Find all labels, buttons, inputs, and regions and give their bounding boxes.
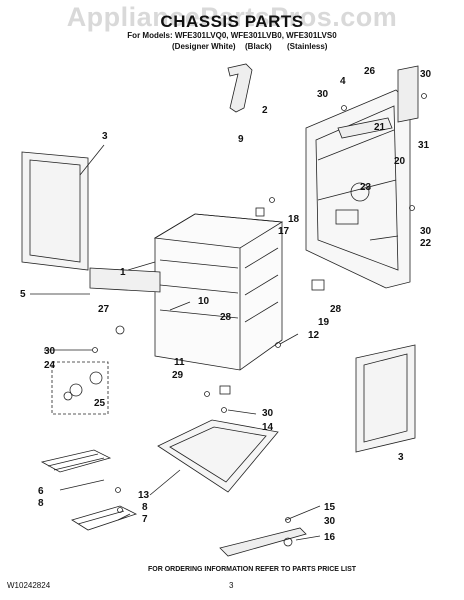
part-18 bbox=[255, 207, 265, 217]
callout: 14 bbox=[262, 422, 274, 433]
callout: 18 bbox=[288, 214, 300, 225]
callout: 30 bbox=[420, 226, 432, 237]
callout: 6 bbox=[38, 486, 44, 497]
door-gasket-left bbox=[21, 151, 89, 271]
switch-11 bbox=[219, 385, 231, 395]
variant-black: (Black) bbox=[245, 42, 272, 51]
bottom-rail bbox=[219, 527, 307, 557]
bracket-26 bbox=[397, 65, 419, 123]
callout: 17 bbox=[278, 226, 290, 237]
part-16 bbox=[283, 537, 293, 547]
oven-cavity bbox=[153, 213, 284, 371]
callout: 7 bbox=[142, 514, 148, 525]
models-line: For Models: WFE301LVQ0, WFE301LVB0, WFE3… bbox=[127, 31, 337, 40]
callout: 12 bbox=[308, 330, 320, 341]
callout: 20 bbox=[394, 156, 406, 167]
page-title: CHASSIS PARTS bbox=[160, 12, 304, 31]
callout: 28 bbox=[220, 312, 232, 323]
callout: 21 bbox=[374, 122, 386, 133]
variant-designer-white: (Designer White) bbox=[172, 42, 236, 51]
callout: 9 bbox=[238, 134, 244, 145]
terminal-block bbox=[337, 117, 393, 139]
callout: 13 bbox=[138, 490, 150, 501]
callout: 31 bbox=[418, 140, 430, 151]
callout: 16 bbox=[324, 532, 336, 543]
broil-element bbox=[71, 505, 138, 531]
part-19 bbox=[311, 279, 325, 291]
callout: 3 bbox=[102, 131, 108, 142]
callout: 27 bbox=[98, 304, 110, 315]
callout: 23 bbox=[360, 182, 372, 193]
bake-element bbox=[40, 449, 112, 473]
part-27 bbox=[115, 325, 125, 335]
ordering-note: FOR ORDERING INFORMATION REFER TO PARTS … bbox=[148, 566, 357, 573]
watermark: AppliancePartsPros.com bbox=[66, 2, 398, 32]
bottom-pan bbox=[157, 419, 279, 493]
rear-panel bbox=[305, 89, 411, 289]
callout: 11 bbox=[174, 357, 185, 368]
callout: 19 bbox=[318, 317, 330, 328]
callout: 30 bbox=[324, 516, 336, 527]
bracket-9 bbox=[227, 63, 253, 113]
callout: 10 bbox=[198, 296, 210, 307]
front-frame bbox=[89, 267, 161, 293]
callout: 30 bbox=[44, 346, 56, 357]
callout: 30 bbox=[262, 408, 274, 419]
knob-25 bbox=[69, 383, 83, 397]
control-group bbox=[51, 361, 109, 415]
callout: 2 bbox=[262, 105, 268, 116]
callout: 3 bbox=[398, 452, 404, 463]
callout-labels: 26 30 4 30 9 2 3 21 31 20 23 18 17 30 22… bbox=[20, 66, 432, 543]
callout: 30 bbox=[317, 89, 329, 100]
page-number: 3 bbox=[229, 581, 234, 590]
callout: 8 bbox=[142, 502, 148, 513]
callout: 28 bbox=[330, 304, 342, 315]
callout: 5 bbox=[20, 289, 26, 300]
callout: 30 bbox=[420, 69, 432, 80]
callout: 24 bbox=[44, 360, 56, 371]
callout: 25 bbox=[94, 398, 106, 409]
callout: 26 bbox=[364, 66, 376, 77]
document-id: W10242824 bbox=[7, 581, 51, 590]
callout: 15 bbox=[324, 502, 336, 513]
callout: 8 bbox=[38, 498, 44, 509]
callout: 29 bbox=[172, 370, 184, 381]
door-gasket-right bbox=[355, 344, 416, 453]
callout: 22 bbox=[420, 238, 432, 249]
knob-24 bbox=[89, 371, 103, 385]
variant-stainless: (Stainless) bbox=[287, 42, 328, 51]
callout: 1 bbox=[120, 267, 126, 278]
callout: 4 bbox=[340, 76, 346, 87]
